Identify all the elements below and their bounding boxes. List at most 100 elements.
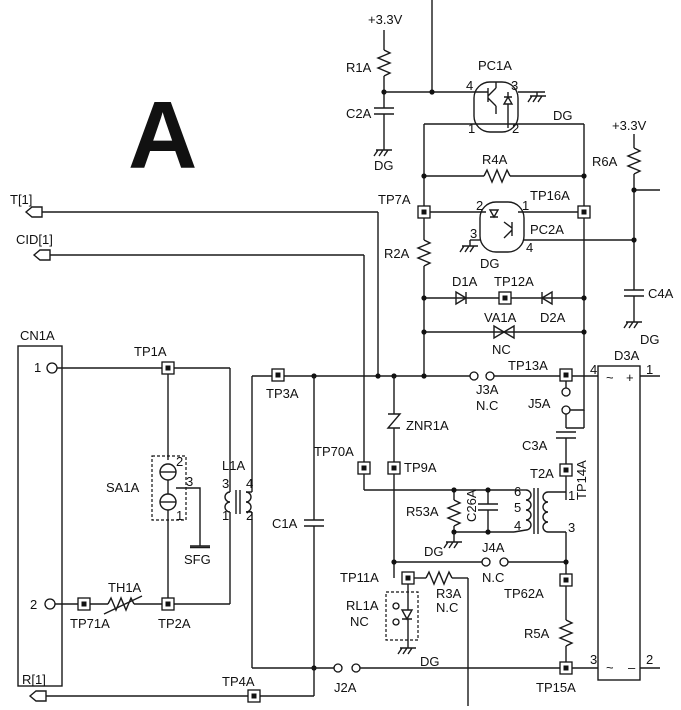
j3a-label: J3A [476,382,499,397]
r4a-label: R4A [482,152,508,167]
c26a-label: C26A [464,489,479,522]
sa1a-label: SA1A [106,480,140,495]
va1a-varistor [493,324,515,340]
l1a-choke: L1A 3 4 1 2 [222,368,253,668]
t1-signal: T[1] [10,192,379,376]
d3a-ac2: ~ [606,660,614,675]
r5a-label: R5A [524,626,550,641]
cid1-connector-icon [32,249,51,261]
cid1-label: CID[1] [16,232,53,247]
r1-signal: R[1] [22,668,315,702]
r4a-resistor [483,168,511,184]
r6a-c4a-branch: +3.3V R6A C4A DG [592,118,674,347]
cn1-pin1-label: 1 [34,360,41,375]
l1a-pin1: 1 [222,508,229,523]
t2a-pin1: 1 [568,488,575,503]
r1a-resistor [376,49,392,77]
d3a-label: D3A [614,348,640,363]
d3a-pin4: 4 [590,362,597,377]
znr1a-zener [386,413,402,429]
c3a-label: C3A [522,438,548,453]
dg-pc2a-label: DG [480,256,500,271]
sa1a-arrester: SA1A 2 3 1 SFG [106,454,211,567]
dg-ground-icon-rl1a [397,647,416,655]
d2a-label: D2A [540,310,566,325]
r2a-resistor [416,239,432,267]
dg-ground-icon-c4a [623,321,642,329]
r1-connector-icon [28,690,47,702]
pc2a-label: PC2A [530,222,564,237]
th1a-thermistor [107,596,135,612]
d1a-diode [455,290,468,306]
tp2a-label: TP2A [158,616,191,631]
tp16a-label: TP16A [530,188,570,203]
sa1a-pin1: 1 [176,508,183,523]
v33-top-label: +3.3V [368,12,403,27]
r53a-resistor [446,499,462,527]
nc-rl1a-label: NC [350,614,369,629]
l1a-pin3: 3 [222,476,229,491]
d3a-pin1: 1 [646,362,653,377]
d3a-plus: + [626,370,634,385]
cid1-signal: CID[1] [16,232,365,464]
dg-c2a-label: DG [374,158,394,173]
r6a-resistor [626,147,642,175]
c4a-label: C4A [648,286,674,301]
th1a-label: TH1A [108,580,142,595]
tp3a-label: TP3A [266,386,299,401]
d3a-pin2: 2 [646,652,653,667]
t2a-pin3: 3 [568,520,575,535]
pc2a-pin1: 1 [522,198,529,213]
pc2a-pin2: 2 [476,198,483,213]
tp11a-label: TP11A [340,570,379,585]
cn1a-label: CN1A [20,328,55,343]
c1a-label: C1A [272,516,298,531]
t2a-transformer: T2A 6 5 4 1 3 [513,466,575,535]
tp4a-label: TP4A [222,674,255,689]
tp70a-label: TP70A [314,444,354,459]
t2a-pin6: 6 [514,484,521,499]
d3a-minus: – [628,660,636,675]
d1a-label: D1A [452,274,478,289]
l1a-pin4: 4 [246,476,253,491]
znr1a-label: ZNR1A [406,418,449,433]
l1a-pin2: 2 [246,508,253,523]
nc-va1a-label: NC [492,342,511,357]
tp14a-label: TP14A [574,460,589,500]
pc1a-pin3: 3 [511,78,518,93]
d2a-diode [540,290,553,306]
nc-j4a-label: N.C [482,570,504,585]
j5a-label: J5A [528,396,551,411]
r2a-label: R2A [384,246,410,261]
dg-rl1a-label: DG [420,654,440,669]
v33-right-label: +3.3V [612,118,647,133]
pc2a-pin4: 4 [526,240,533,255]
tp1a-label: TP1A [134,344,167,359]
d3a-ac1: ~ [606,370,614,385]
j4a-label: J4A [482,540,505,555]
sa1a-pin2: 2 [176,454,183,469]
d3a-bridge: D3A ~ + ~ – 4 1 3 2 [590,348,660,681]
pc1a-pin1: 1 [468,121,475,136]
j2a-label: J2A [334,680,357,695]
c2a-label: C2A [346,106,372,121]
pc2a-optocoupler: PC2A DG 2 1 3 4 [430,198,637,271]
t1-label: T[1] [10,192,32,207]
section-letter: A [128,82,197,189]
cn1a-connector: CN1A 1 2 [17,328,63,687]
rl1a-relay: RL1A NC DG [346,584,440,669]
pc1a-pin2: 2 [512,121,519,136]
tp71a-label: TP71A [70,616,110,631]
dg-pc1a-label: DG [553,108,573,123]
dg-ground-icon-t2a [443,541,462,549]
tp12a-label: TP12A [494,274,534,289]
l1a-label: L1A [222,458,245,473]
cn1-pin2-label: 2 [30,597,37,612]
t2a-pin4: 4 [514,518,521,533]
va1a-label: VA1A [484,310,517,325]
r1-label: R[1] [22,672,46,687]
d3a-pin3: 3 [590,652,597,667]
t2a-pin5: 5 [514,500,521,515]
